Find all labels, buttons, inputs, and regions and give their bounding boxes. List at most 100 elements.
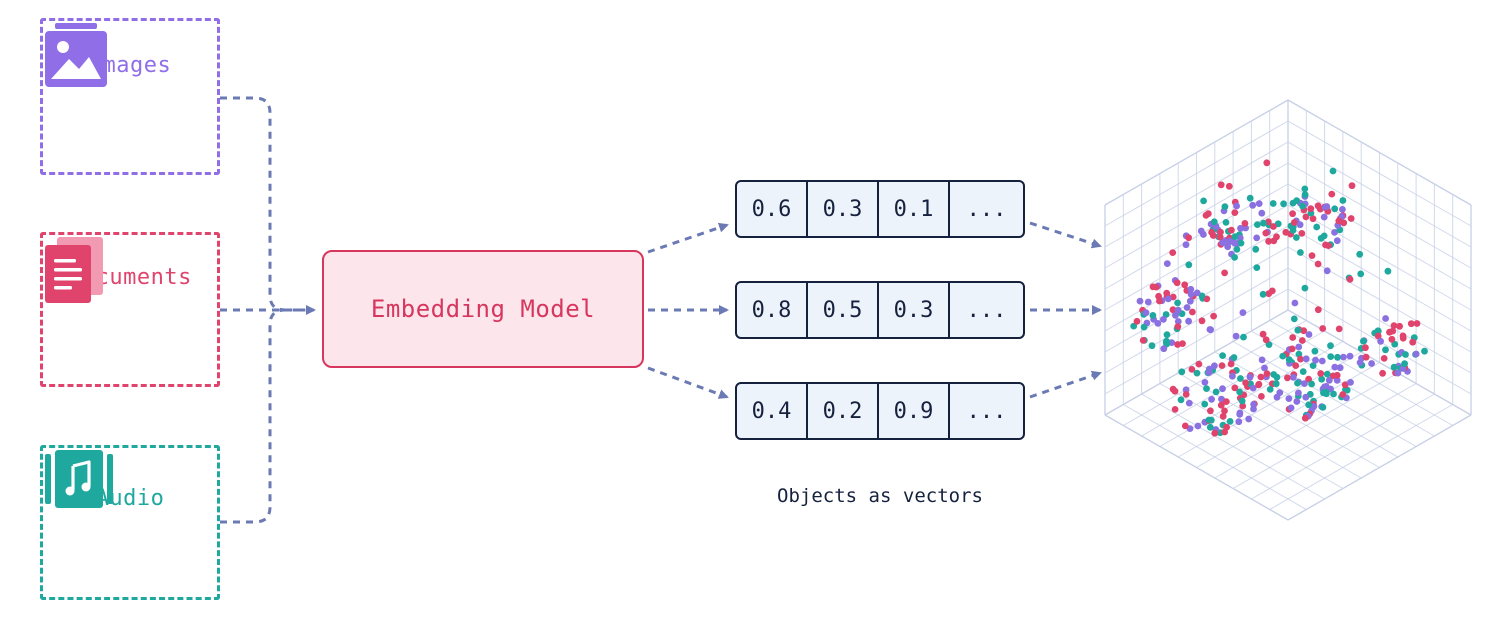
vector-point xyxy=(1222,398,1230,405)
vector-point xyxy=(1168,339,1176,346)
vector-point xyxy=(1328,190,1336,198)
vector-point xyxy=(1298,230,1306,237)
vector-point xyxy=(1224,243,1232,251)
vector-point xyxy=(1218,362,1226,369)
vector-point xyxy=(1290,219,1298,226)
vector-point xyxy=(1140,323,1148,331)
vector-row: 0.6 0.3 0.1 ... xyxy=(735,180,1025,238)
vector-point xyxy=(1287,404,1295,412)
vector-point xyxy=(1299,202,1306,210)
vector-point xyxy=(1252,245,1260,253)
vector-point xyxy=(1279,352,1287,360)
vectors-caption: Objects as vectors xyxy=(777,485,983,507)
vector-point xyxy=(1314,260,1322,268)
cube-grid xyxy=(1104,99,1472,521)
vector-point xyxy=(1174,323,1182,330)
vector-point xyxy=(1225,182,1233,190)
vector-point xyxy=(1239,309,1247,316)
vector-point xyxy=(1189,308,1196,316)
vector-point xyxy=(1174,318,1182,325)
vector-point xyxy=(1258,356,1266,364)
vector-cell: 0.9 xyxy=(879,384,950,438)
vector-point xyxy=(1291,299,1299,307)
vector-point xyxy=(1185,261,1193,269)
source-box-images: images xyxy=(40,18,220,175)
vector-point xyxy=(1347,215,1355,222)
vector-point xyxy=(1169,249,1177,256)
vector-point xyxy=(1263,159,1271,167)
vector-point xyxy=(1210,312,1217,320)
vector-point xyxy=(1205,369,1213,376)
vector-point xyxy=(1331,205,1339,213)
vector-point xyxy=(1207,407,1214,415)
vector-point xyxy=(1298,337,1306,344)
vector-point xyxy=(1160,345,1168,353)
vector-point xyxy=(1318,357,1326,365)
vector-point xyxy=(1346,352,1354,360)
vector-cell: ... xyxy=(966,398,1007,424)
vector-point xyxy=(1208,395,1215,403)
vector-point xyxy=(1301,191,1309,199)
vector-point xyxy=(1231,254,1238,261)
vector-point xyxy=(1374,332,1382,340)
vector-point xyxy=(1155,292,1162,300)
vector-point xyxy=(1285,356,1293,364)
vector-point xyxy=(1148,342,1156,350)
vector-point xyxy=(1194,422,1202,430)
vector-point xyxy=(1314,202,1322,210)
vector-point xyxy=(1302,213,1310,221)
vector-point xyxy=(1394,369,1402,377)
vector-point xyxy=(1246,373,1254,381)
vector-point xyxy=(1325,242,1332,250)
vector-point xyxy=(1356,359,1364,366)
vector-point xyxy=(1183,304,1191,311)
vector-point xyxy=(1310,403,1318,410)
vector-point xyxy=(1390,363,1398,371)
vector-point xyxy=(1228,226,1235,234)
vector-point xyxy=(1341,381,1349,389)
source-label-audio: Audio xyxy=(95,486,165,511)
vector-cell: 0.5 xyxy=(808,283,879,337)
vector-point xyxy=(1174,341,1181,348)
vector-point xyxy=(1177,396,1185,404)
vector-point xyxy=(1231,233,1239,241)
vector-point xyxy=(1171,387,1179,395)
vector-point xyxy=(1331,363,1339,371)
vector-point xyxy=(1160,316,1167,323)
vector-point xyxy=(1236,234,1244,242)
vector-point xyxy=(1340,353,1347,361)
vector-point xyxy=(1346,275,1354,283)
vector-point xyxy=(1289,227,1297,234)
vector-cell: 0.8 xyxy=(737,283,808,337)
vector-point xyxy=(1320,213,1328,221)
arrow-model-to-vector-3 xyxy=(647,366,729,399)
vector-point xyxy=(1331,229,1338,236)
vector-point xyxy=(1222,219,1230,226)
vector-point xyxy=(1133,317,1141,325)
vector-point xyxy=(1231,384,1239,392)
vector-point xyxy=(1211,362,1218,370)
arrow-model-to-vector-1 xyxy=(647,222,729,254)
vector-point xyxy=(1307,205,1315,213)
vector-point xyxy=(1232,332,1240,340)
vector-point xyxy=(1257,373,1265,381)
vector-point xyxy=(1258,209,1266,217)
vector-point xyxy=(1255,200,1263,208)
vector-point xyxy=(1305,375,1312,383)
vector-point xyxy=(1237,375,1244,382)
vector-point xyxy=(1374,327,1382,335)
vector-point xyxy=(1249,384,1257,392)
vector-point xyxy=(1193,369,1201,377)
vector-point xyxy=(1362,353,1370,361)
vector-point xyxy=(1219,352,1226,359)
vector-point xyxy=(1254,221,1261,229)
vector-point xyxy=(1202,212,1210,219)
vector-point xyxy=(1201,400,1209,408)
vector-point xyxy=(1130,322,1138,330)
vector-point xyxy=(1233,246,1241,253)
vector-point xyxy=(1273,373,1281,381)
vector-point xyxy=(1185,234,1192,242)
vector-point xyxy=(1382,315,1389,322)
vector-cell: 0.1 xyxy=(879,182,950,236)
vector-point xyxy=(1217,228,1224,236)
